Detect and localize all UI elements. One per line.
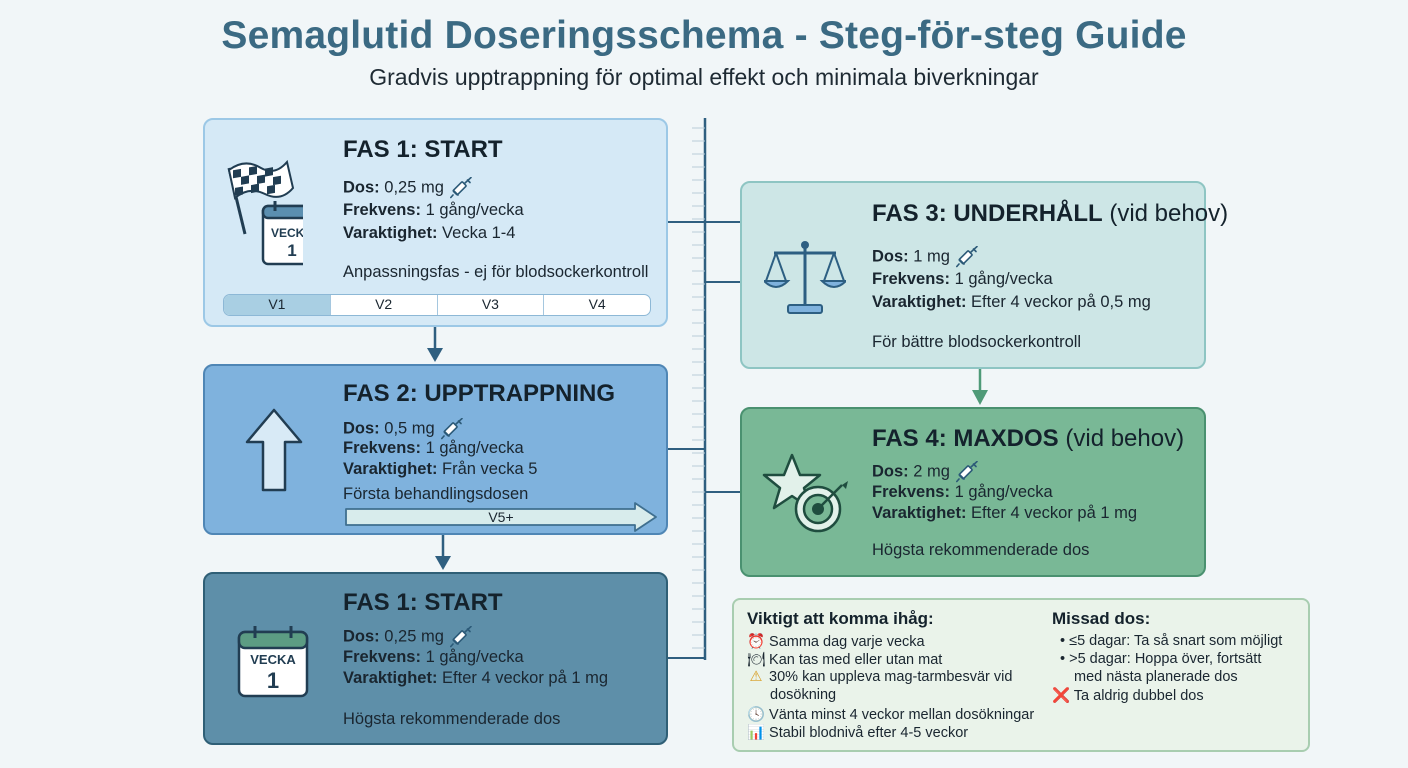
week-cell: V3 <box>436 295 544 315</box>
week-arrow: V5+ <box>345 502 657 532</box>
red-x-icon: ❌ <box>1052 688 1071 704</box>
phase-note: För bättre blodsockerkontroll <box>872 333 1082 351</box>
missed-dose-warning: ❌ Ta aldrig dubbel dos <box>1052 688 1204 704</box>
reminder-item: ⚠ 30% kan uppleva mag-tarmbesvär vid <box>747 669 1013 685</box>
week-progress-bar: V1 V2 V3 V4 <box>223 294 651 316</box>
reminder-item: ⏰ Samma dag varje vecka <box>747 634 925 650</box>
up-arrow-icon <box>245 408 303 492</box>
page-subtitle: Gradvis upptrappning för optimal effekt … <box>369 64 1039 90</box>
phase-note: Första behandlingsdosen <box>343 485 529 503</box>
bar-chart-icon: 📊 <box>747 725 766 741</box>
phase-frequency: Frekvens: 1 gång/vecka <box>343 201 524 219</box>
missed-dose-item: • ≤5 dagar: Ta så snart som möjligt <box>1060 633 1283 649</box>
phase-frequency: Frekvens: 1 gång/vecka <box>872 270 1053 288</box>
syringe-icon <box>450 626 474 648</box>
calendar-icon: VECKA 1 <box>237 626 309 698</box>
phase1-card: VECKA 1 FAS 1: START Dos: 0,25 mg Frekve… <box>203 118 668 327</box>
alarm-clock-icon: ⏰ <box>747 634 766 650</box>
phase1b-card: VECKA 1 FAS 1: START Dos: 0,25 mg Frekve… <box>203 572 668 745</box>
phase-note: Högsta rekommenderade dos <box>872 541 1090 559</box>
star-target-icon <box>762 453 848 533</box>
phase-dose: Dos: 0,25 mg <box>343 626 474 648</box>
arrow-phase3-to-phase4 <box>972 369 988 405</box>
balance-scale-icon <box>764 241 846 314</box>
phase-duration: Varaktighet: Efter 4 veckor på 1 mg <box>872 504 1138 522</box>
warning-icon: ⚠ <box>749 669 763 685</box>
reminder-item: 🕓 Vänta minst 4 veckor mellan dosökninga… <box>747 707 1035 723</box>
phase-duration: Varaktighet: Efter 4 veckor på 1 mg <box>343 669 609 687</box>
timeline-ticks <box>692 127 705 649</box>
phase-heading: FAS 4: MAXDOS (vid behov) <box>872 425 1185 452</box>
calendar-label: VECKA <box>250 652 296 667</box>
missed-dose-item-cont: med nästa planerade dos <box>1074 669 1238 685</box>
reminder-item: 🍽 Kan tas med eller utan mat <box>747 652 943 668</box>
phase-heading: FAS 1: START <box>343 136 503 163</box>
phase-dose: Dos: 0,25 mg <box>343 177 474 199</box>
syringe-icon <box>956 246 980 268</box>
phase-dose: Dos: 2 mg <box>872 461 980 483</box>
calendar-number: 1 <box>287 241 296 260</box>
syringe-icon <box>441 418 465 440</box>
phase4-card: FAS 4: MAXDOS (vid behov) Dos: 2 mg Frek… <box>740 407 1206 577</box>
phase-frequency: Frekvens: 1 gång/vecka <box>343 439 524 457</box>
syringe-icon <box>450 177 474 199</box>
arrow-phase2-to-phase1b <box>435 535 451 570</box>
week-arrow-label: V5+ <box>488 509 513 525</box>
phase-dose: Dos: 0,5 mg <box>343 418 465 440</box>
calendar-number: 1 <box>267 668 279 693</box>
syringe-icon <box>956 461 980 483</box>
reminder-item: 📊 Stabil blodnivå efter 4-5 veckor <box>747 725 969 741</box>
phase-note: Högsta rekommenderade dos <box>343 710 561 728</box>
week-cell: V1 <box>224 295 330 315</box>
phase-frequency: Frekvens: 1 gång/vecka <box>872 483 1053 501</box>
reminder-item-cont: dosökning <box>770 687 837 703</box>
checkered-flag-calendar-icon: VECKA 1 <box>227 159 303 266</box>
missed-dose-item: • >5 dagar: Hoppa över, fortsätt <box>1060 651 1262 667</box>
phase3-card: FAS 3: UNDERHÅLL (vid behov) Dos: 1 mg F… <box>740 181 1228 369</box>
phase-duration: Varaktighet: Efter 4 veckor på 0,5 mg <box>872 293 1151 311</box>
phase-frequency: Frekvens: 1 gång/vecka <box>343 648 524 666</box>
clock-icon: 🕓 <box>747 707 766 723</box>
phase-heading: FAS 1: START <box>343 589 503 616</box>
week-cell: V4 <box>543 295 650 315</box>
arrow-phase1-to-phase2 <box>427 327 443 362</box>
phase-duration: Varaktighet: Från vecka 5 <box>343 460 538 478</box>
calendar-label: VECKA <box>271 226 303 240</box>
reminders-heading: Viktigt att komma ihåg: <box>747 609 934 628</box>
reminders-box: Viktigt att komma ihåg: ⏰ Samma dag varj… <box>732 598 1310 752</box>
phase-heading: FAS 2: UPPTRAPPNING <box>343 380 616 407</box>
week-cell: V2 <box>329 295 437 315</box>
phase-note: Anpassningsfas - ej för blodsockerkontro… <box>343 263 649 281</box>
phase-heading: FAS 3: UNDERHÅLL (vid behov) <box>872 200 1229 227</box>
page-title: Semaglutid Doseringsschema - Steg-för-st… <box>221 14 1187 57</box>
phase-dose: Dos: 1 mg <box>872 246 980 268</box>
phase-duration: Varaktighet: Vecka 1-4 <box>343 224 516 242</box>
missed-dose-heading: Missad dos: <box>1052 609 1151 628</box>
plate-cutlery-icon: 🍽 <box>747 652 766 668</box>
phase2-card: FAS 2: UPPTRAPPNING Dos: 0,5 mg Frekvens… <box>203 364 668 535</box>
